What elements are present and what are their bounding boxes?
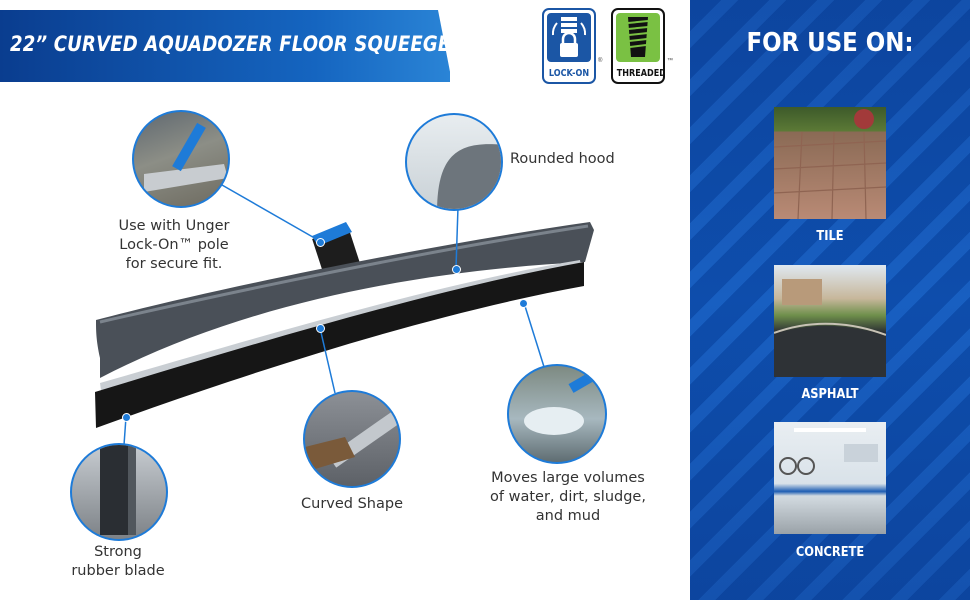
callout-line: of water, dirt, sludge, [490, 489, 646, 505]
concrete-photo [774, 422, 886, 534]
use-panel: FOR USE ON: TILE ASPHALT CONCRETE [690, 0, 970, 600]
tile-photo [774, 107, 886, 219]
callout-line: Curved Shape [301, 496, 403, 512]
rubber-blade [95, 262, 584, 428]
water-photo [507, 364, 607, 464]
title-banner [0, 10, 450, 82]
callout-line: Use with Unger [118, 218, 230, 234]
callout-line: and mud [535, 508, 601, 524]
tile-label: TILE [816, 229, 844, 244]
callout-dot [452, 265, 461, 274]
rounded-hood-callout: Rounded hood [510, 150, 622, 169]
asphalt-photo [774, 265, 886, 377]
concrete-label: CONCRETE [795, 545, 865, 560]
lock-on-detail-photo [132, 110, 230, 208]
use-panel-title: FOR USE ON: [746, 28, 914, 58]
rounded-hood-photo [405, 113, 503, 211]
callout-line: rubber blade [71, 563, 165, 579]
lock-icon [547, 13, 591, 62]
threaded-badge: THREADED [611, 8, 665, 84]
product-title: 22” CURVED AQUADOZER FLOOR SQUEEGEE [10, 32, 463, 56]
callout-line: for secure fit. [125, 256, 223, 272]
thread-icon [616, 13, 660, 62]
trademark-mark: ™ [667, 58, 673, 64]
squeegee-hood [96, 222, 594, 378]
callout-line: Rounded hood [510, 151, 615, 167]
threaded-label: THREADED [616, 68, 665, 79]
curved-shape-photo [303, 390, 401, 488]
callout-dot [316, 324, 325, 333]
callout-dot [122, 413, 131, 422]
lock-on-label: LOCK-ON [548, 68, 590, 79]
callout-line: Lock-On™ pole [119, 237, 229, 253]
rubber-blade-callout: Strong rubber blade [62, 543, 174, 581]
lock-on-pole-callout: Use with Unger Lock-On™ pole for secure … [114, 217, 234, 274]
asphalt-label: ASPHALT [801, 387, 859, 402]
rubber-blade-photo [70, 443, 168, 541]
callout-dot [316, 238, 325, 247]
callout-dot [519, 299, 528, 308]
registered-mark: ® [598, 58, 603, 64]
curved-shape-callout: Curved Shape [296, 495, 408, 514]
callout-line: Strong [94, 544, 142, 560]
lock-on-badge: LOCK-ON [542, 8, 596, 84]
callout-line: Moves large volumes [491, 470, 645, 486]
moves-water-callout: Moves large volumes of water, dirt, slud… [482, 469, 654, 526]
